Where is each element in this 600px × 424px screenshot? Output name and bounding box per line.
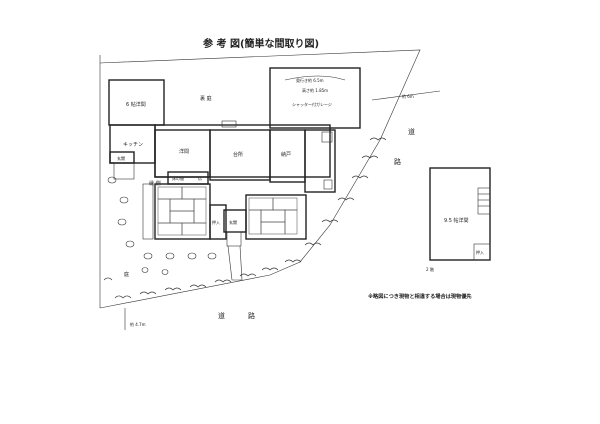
garage-label: シャッター付ガレージ	[292, 101, 332, 107]
engawa	[142, 183, 154, 240]
road-east-label-2: 路	[394, 157, 401, 166]
garage-depth-arrow	[284, 75, 346, 81]
tatami-room-east	[245, 194, 307, 240]
room-kitchen-label: キッチン	[123, 142, 143, 148]
room-bath	[304, 129, 336, 193]
garden-label: 庭	[124, 271, 129, 278]
road-east-label-1: 道	[408, 127, 415, 136]
road-east-width: 約 6m	[402, 93, 414, 99]
closet-1-label: 押入	[212, 219, 220, 225]
diagram-title: 参 考 図(簡単な間取り図)	[203, 37, 319, 50]
room-storage-label: 納戸	[281, 151, 291, 158]
closet-1	[209, 204, 227, 240]
road-south-label-1: 道	[218, 311, 225, 320]
butsu-label: 仏	[198, 176, 202, 181]
main-entrance-label: 玄関	[229, 219, 237, 225]
entrance-path	[227, 245, 243, 281]
road-south-width: 約 4.7m	[130, 321, 146, 327]
room-dining-kitchen-label: 台所	[233, 151, 243, 158]
road-south-label-2: 路	[248, 311, 255, 320]
toilet	[323, 179, 333, 190]
hedge-trees	[103, 137, 387, 299]
sink	[221, 120, 237, 128]
toko-label: 床の間	[172, 175, 184, 181]
bathtub	[321, 131, 333, 143]
garage-depth-label: 奥行き約 6.5m	[296, 77, 324, 83]
disclaimer-note: ※略図につき現物と相違する場合は現物優先	[368, 292, 472, 300]
back-garden-label: 裏 庭	[200, 95, 212, 102]
floor2-label: 2 階	[426, 266, 434, 272]
closet-2-label: 押入	[476, 249, 484, 255]
room-western-95-label: 9.5 帖洋間	[444, 217, 469, 224]
side-step	[113, 162, 135, 180]
tatami-room-west	[154, 183, 211, 240]
lot-boundary	[99, 49, 421, 309]
garage	[269, 67, 361, 129]
entrance-porch	[226, 231, 242, 247]
second-floor-plan	[429, 167, 491, 261]
room-western-6-label: 6 帖洋間	[126, 101, 146, 108]
garage-height-label: 高さ約 1.85m	[302, 87, 328, 93]
room-western-label: 洋間	[179, 148, 189, 155]
road-east-dimension-line	[371, 90, 441, 101]
side-entrance-label: 玄関	[117, 155, 125, 161]
